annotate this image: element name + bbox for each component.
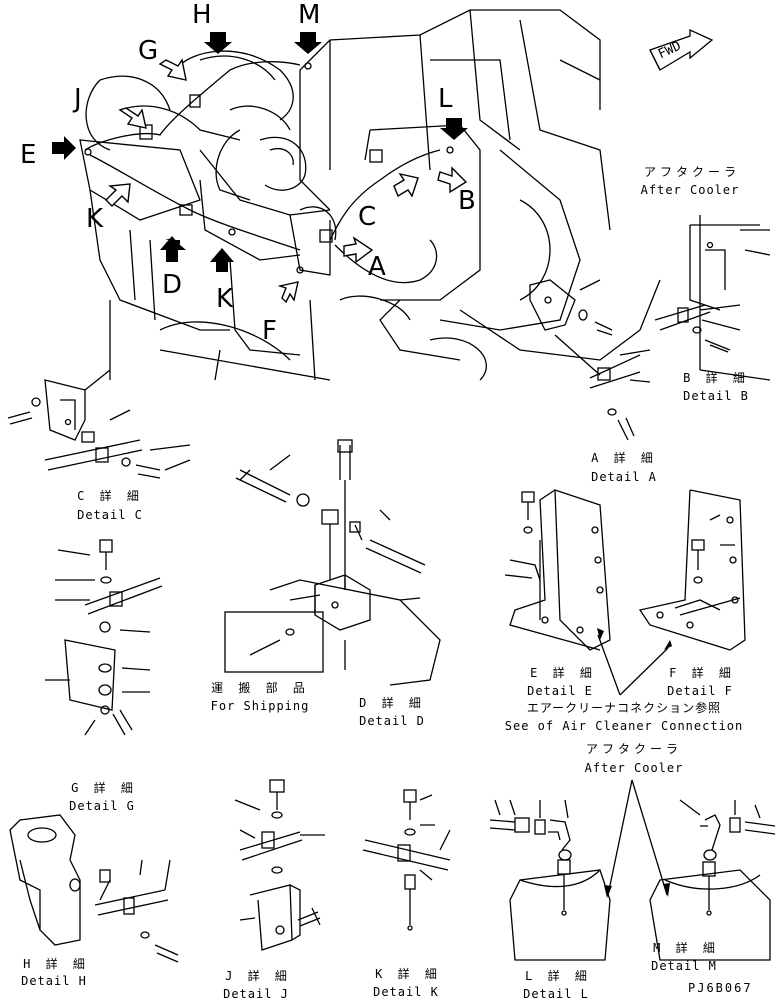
- callout-L: L: [438, 84, 453, 114]
- detail-k-drawing: [362, 789, 451, 931]
- detail-k-en: Detail K: [373, 985, 439, 999]
- detail-a-drawing: [529, 279, 651, 441]
- callout-F: F: [262, 316, 277, 346]
- callout-H: H: [192, 0, 212, 30]
- air-cleaner-en: See of Air Cleaner Connection: [504, 719, 744, 733]
- detail-c-jp: C 詳 細: [77, 489, 143, 503]
- detail-d-drawing: [224, 439, 441, 686]
- callout-J: J: [74, 84, 82, 114]
- callout-D: D: [162, 270, 183, 300]
- detail-f-drawing: [638, 489, 746, 651]
- detail-l-en: Detail L: [523, 987, 589, 1000]
- detail-g-drawing: [45, 539, 163, 736]
- detail-g-jp: G 詳 細: [71, 781, 137, 795]
- detail-a-en: Detail A: [591, 470, 657, 484]
- after-cooler-top-en: After Cooler: [640, 183, 740, 197]
- callout-G: G: [138, 36, 159, 66]
- detail-e-drawing: [504, 489, 611, 651]
- callout-B: B: [458, 186, 476, 216]
- view-arrows-hatched: [105, 58, 468, 304]
- detail-b-jp: B 詳 細: [683, 371, 749, 385]
- detail-m-jp: M 詳 細: [653, 941, 719, 955]
- detail-m-en: Detail M: [651, 959, 717, 973]
- detail-m-drawing: [649, 799, 776, 961]
- after-cooler-bottom-en: After Cooler: [584, 761, 684, 775]
- detail-c-drawing: [7, 369, 191, 479]
- detail-d-en: Detail D: [359, 714, 425, 728]
- view-arrows: [52, 32, 468, 272]
- detail-k-jp: K 詳 細: [375, 967, 441, 981]
- air-cleaner-leader: [597, 634, 669, 696]
- engine-assembly: [79, 9, 661, 381]
- detail-f-en: Detail F: [667, 684, 733, 698]
- detail-h-drawing: [9, 814, 179, 963]
- callout-A: A: [368, 252, 386, 282]
- callout-K-upper: K: [86, 204, 104, 234]
- detail-j-drawing: [234, 779, 325, 951]
- shipping-jp: 運 搬 部 品: [211, 681, 309, 695]
- callout-E: E: [20, 140, 37, 170]
- detail-b-drawing: [654, 215, 771, 381]
- detail-g-en: Detail G: [69, 799, 135, 813]
- detail-b-en: Detail B: [683, 389, 749, 403]
- detail-c-en: Detail C: [77, 508, 143, 522]
- detail-a-jp: A 詳 細: [591, 451, 657, 465]
- callout-M: M: [298, 0, 321, 30]
- after-cooler-top-jp: アフタクーラ: [643, 165, 741, 179]
- air-cleaner-jp: エアークリーナコネクション参照: [526, 701, 722, 715]
- detail-e-en: Detail E: [527, 684, 593, 698]
- detail-h-en: Detail H: [21, 974, 87, 988]
- detail-l-drawing: [489, 799, 611, 961]
- detail-d-jp: D 詳 細: [359, 696, 425, 710]
- after-cooler-leader: [607, 779, 668, 896]
- callout-K-lower: K: [216, 284, 234, 314]
- callout-C: C: [358, 202, 377, 232]
- fwd-arrow-box: [649, 28, 714, 71]
- detail-h-jp: H 詳 細: [23, 957, 89, 971]
- detail-j-jp: J 詳 細: [225, 969, 291, 983]
- detail-l-jp: L 詳 細: [525, 969, 591, 983]
- detail-j-en: Detail J: [223, 987, 289, 1000]
- after-cooler-bottom-jp: アフタクーラ: [585, 742, 683, 756]
- shipping-en: For Shipping: [210, 699, 310, 713]
- detail-f-jp: F 詳 細: [669, 666, 735, 680]
- drawing-code: PJ6B067: [688, 981, 753, 995]
- detail-e-jp: E 詳 細: [530, 666, 596, 680]
